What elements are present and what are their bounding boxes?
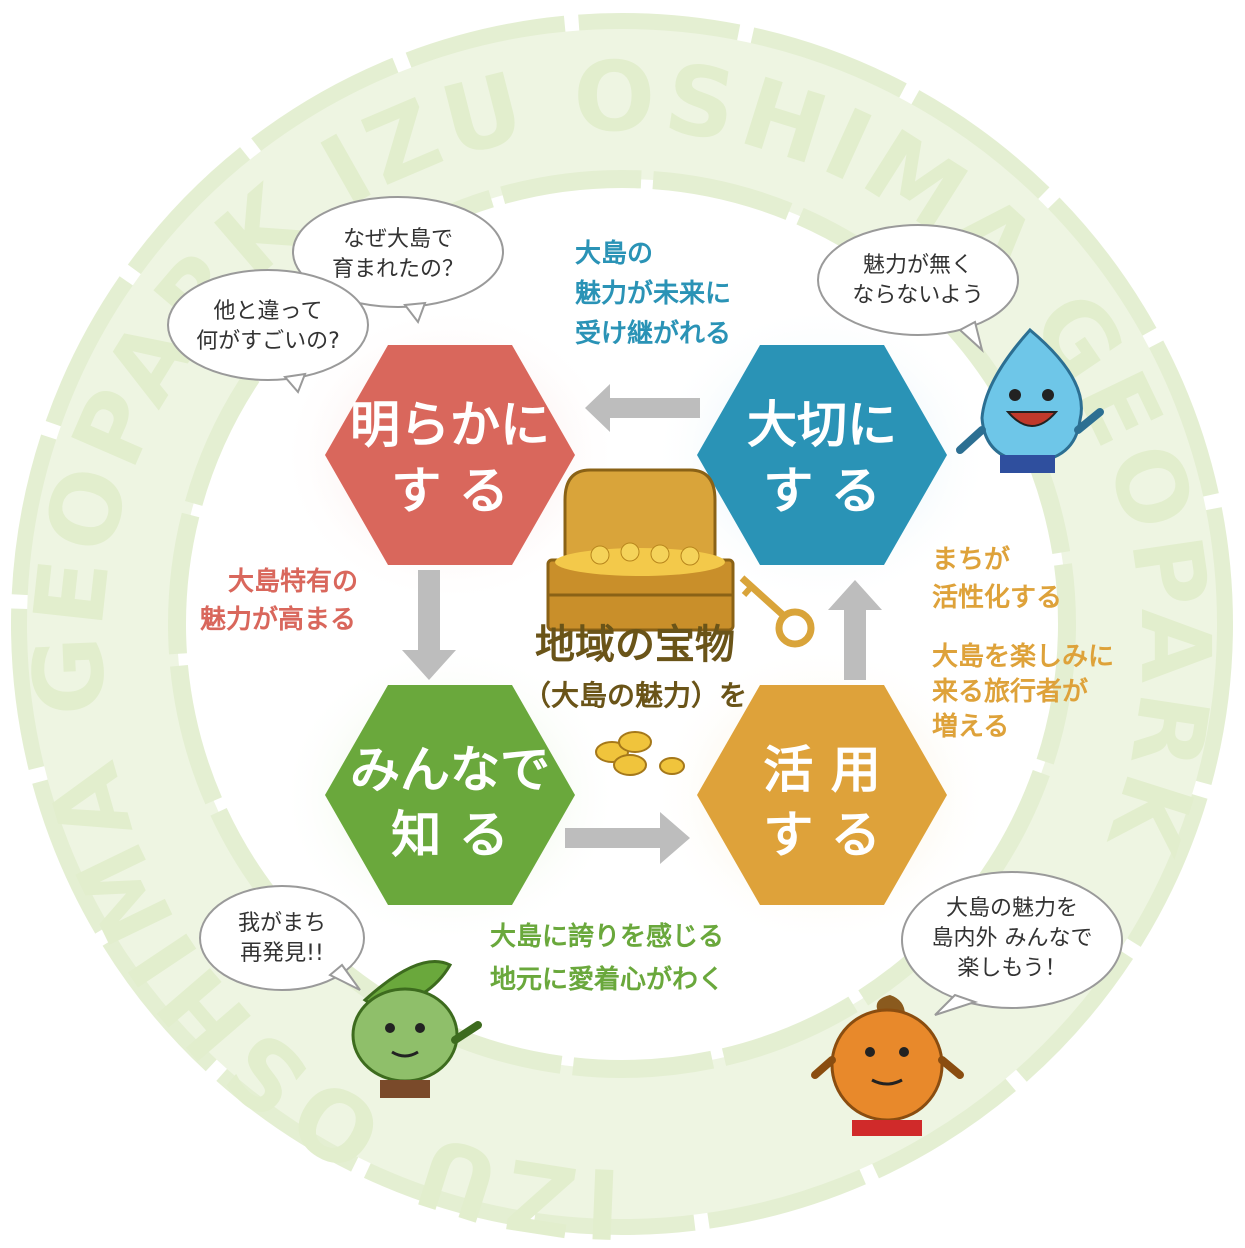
hex-clarify-line1: 明らかに bbox=[350, 396, 550, 454]
bubble-enjoy-line1: 大島の魅力を bbox=[946, 896, 1078, 921]
hex-cherish-line2: す る bbox=[763, 462, 880, 520]
bubble-rediscover: 我がまち 再発見!! bbox=[199, 885, 365, 991]
leaf-mascot-icon bbox=[351, 960, 482, 1098]
bubble-why-born-line2: 育まれたの？ bbox=[332, 257, 464, 282]
hex-clarify: 明らかに す る bbox=[325, 345, 575, 565]
effect-cherish-line2: 魅力が未来に bbox=[575, 278, 731, 309]
hex-know: みんなで 知 る bbox=[325, 685, 575, 905]
effect-clarify-line2: 魅力が高まる bbox=[200, 604, 356, 635]
arrow-up bbox=[828, 580, 882, 680]
bubble-enjoy: 大島の魅力を 島内外 みんなで 楽しもう！ bbox=[901, 871, 1123, 1016]
effect-utilize-line1: まちが bbox=[932, 544, 1010, 575]
bubble-enjoy-line2: 島内外 みんなで bbox=[932, 926, 1093, 951]
onion-mascot-icon bbox=[811, 995, 964, 1136]
hex-know-line1: みんなで bbox=[350, 741, 550, 799]
effect-know-line2: 地元に愛着心がわく bbox=[490, 964, 724, 995]
hex-know-line2: 知 る bbox=[391, 806, 508, 864]
effect-cherish: 大島の 魅力が未来に 受け継がれる bbox=[575, 239, 731, 349]
water-drop-mascot-icon bbox=[956, 327, 1104, 473]
arrow-right bbox=[565, 812, 690, 864]
cycle-arrows bbox=[402, 384, 882, 864]
effect-utilize-line2: 活性化する bbox=[932, 583, 1062, 613]
bubble-why-born-line1: なぜ大島で bbox=[343, 227, 453, 252]
bubble-whats-great-line1: 他と違って bbox=[214, 299, 323, 324]
effect-clarify: 大島特有の 魅力が高まる bbox=[200, 566, 358, 635]
hex-utilize-line1: 活 用 bbox=[763, 741, 880, 799]
hex-utilize: 活 用 す る bbox=[697, 685, 947, 905]
effect-utilize-line4: 来る旅行者が bbox=[932, 676, 1088, 707]
key-icon bbox=[739, 575, 815, 648]
effect-utilize: まちが 活性化する 大島を楽しみに 来る旅行者が 増える bbox=[932, 544, 1114, 742]
hex-cherish-line1: 大切に bbox=[747, 396, 897, 454]
bubble-not-lose-line2: ならないよう bbox=[852, 283, 984, 308]
bubble-whats-great-line2: 何がすごいの? bbox=[196, 329, 340, 354]
effect-cherish-line3: 受け継がれる bbox=[575, 318, 731, 349]
bubble-why-born: なぜ大島で 育まれたの？ bbox=[292, 196, 504, 325]
effect-know-line1: 大島に誇りを感じる bbox=[490, 921, 724, 952]
hex-clarify-line2: す る bbox=[391, 462, 508, 520]
effect-utilize-line3: 大島を楽しみに bbox=[932, 642, 1114, 672]
hex-cherish: 大切に す る bbox=[697, 345, 947, 565]
bubble-not-lose-line1: 魅力が無く bbox=[863, 253, 973, 278]
coins-icon bbox=[595, 731, 685, 776]
arrow-left bbox=[585, 384, 700, 432]
bubble-whats-great: 他と違って 何がすごいの? bbox=[167, 269, 369, 394]
arrow-down bbox=[402, 570, 456, 680]
effect-cherish-line1: 大島の bbox=[575, 239, 653, 269]
hex-utilize-line2: す る bbox=[763, 806, 880, 864]
bubble-enjoy-line3: 楽しもう！ bbox=[957, 956, 1066, 981]
treasure-chest-icon bbox=[546, 468, 735, 632]
center-title: 地域の宝物 bbox=[535, 622, 735, 668]
center-subtitle: （大島の魅力）を bbox=[523, 679, 747, 712]
bubble-rediscover-line2: 再発見!! bbox=[240, 941, 324, 966]
bubble-rediscover-line1: 我がまち bbox=[238, 911, 326, 936]
bubble-not-lose: 魅力が無く ならないよう bbox=[817, 224, 1019, 353]
effect-clarify-line1: 大島特有の bbox=[228, 566, 358, 597]
effect-know: 大島に誇りを感じる 地元に愛着心がわく bbox=[490, 921, 724, 995]
effect-utilize-line5: 増える bbox=[932, 712, 1009, 742]
